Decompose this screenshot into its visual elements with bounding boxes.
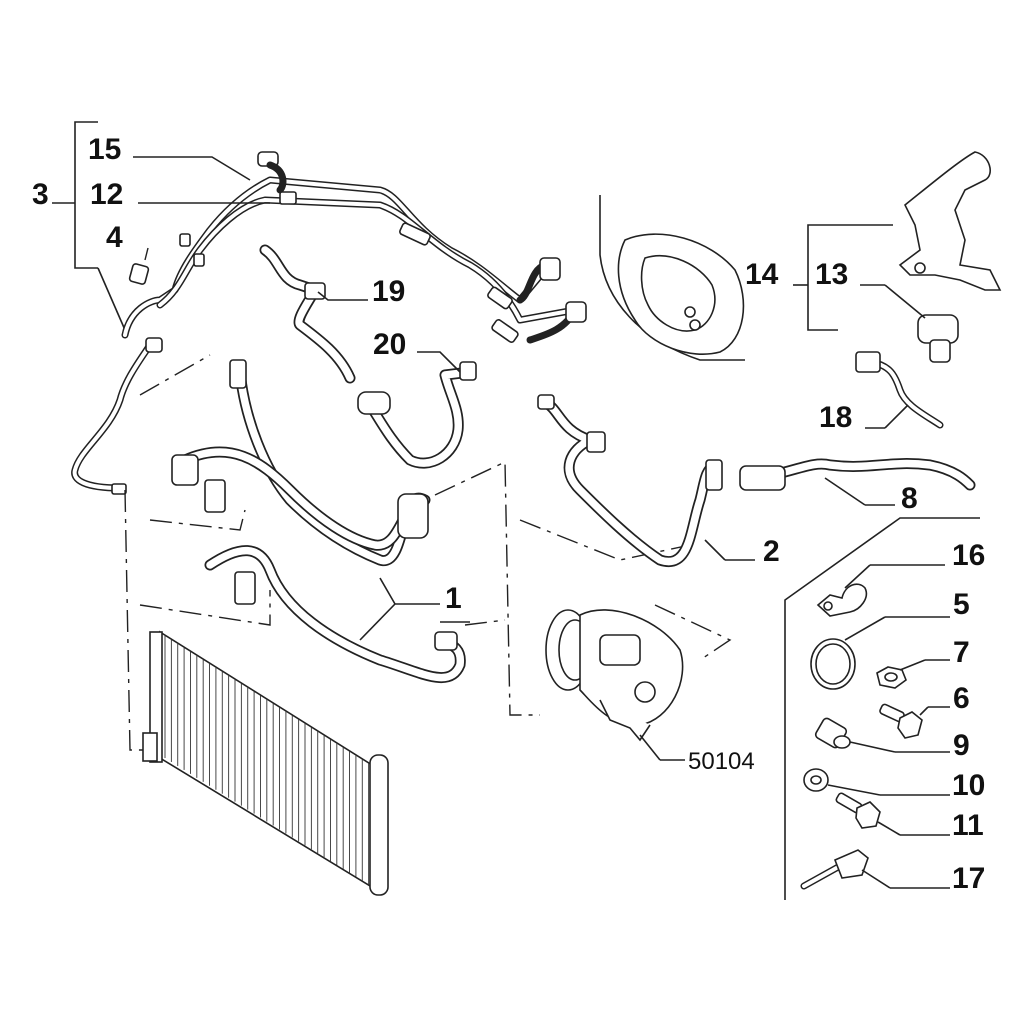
- high-pressure-pipe: [71, 151, 587, 495]
- bracket-group-14: [793, 151, 1002, 331]
- hose-assembly-part-1: [171, 359, 466, 684]
- hose-part-2: [537, 394, 755, 567]
- callout-6: 6: [953, 682, 970, 715]
- callout-16: 16: [952, 539, 986, 572]
- rivet-part-17: [800, 849, 950, 890]
- callout-5: 5: [953, 588, 970, 621]
- pipe-part-8: [739, 458, 976, 506]
- condenser: [142, 630, 389, 896]
- callout-2: 2: [763, 535, 780, 568]
- compressor: [545, 609, 685, 761]
- valve-part-4: [128, 247, 150, 285]
- pipe-part-18: [855, 351, 944, 429]
- label-leaders: [133, 156, 470, 641]
- callout-11: 11: [952, 809, 984, 842]
- bolt-part-11: [835, 792, 950, 836]
- callout-18: 18: [819, 401, 853, 434]
- bracket-group-3: [52, 121, 126, 331]
- clamp-part-16: [816, 564, 945, 617]
- o-ring-part-5: [810, 616, 950, 690]
- callout-8: 8: [901, 482, 918, 515]
- callout-14: 14: [745, 258, 779, 291]
- hose-part-19: [259, 244, 356, 384]
- small-parts-panel: [784, 517, 980, 900]
- callout-3: 3: [32, 178, 49, 211]
- dashed-leader-lines: [124, 354, 732, 751]
- insert-part-9: [814, 717, 950, 753]
- washer-part-10: [803, 768, 950, 796]
- callout-10: 10: [952, 769, 986, 802]
- nut-part-7: [876, 659, 950, 689]
- callout-50104: 50104: [688, 748, 755, 775]
- callout-13: 13: [815, 258, 849, 291]
- callout-7: 7: [953, 636, 970, 669]
- callout-19: 19: [372, 275, 406, 308]
- callout-15: 15: [88, 133, 122, 166]
- callout-9: 9: [953, 729, 970, 762]
- valve-part-13: [860, 284, 959, 363]
- bolt-part-6: [879, 703, 950, 739]
- callout-4: 4: [106, 221, 123, 254]
- hose-part-20: [357, 361, 477, 469]
- callout-20: 20: [373, 328, 407, 361]
- callout-12: 12: [90, 178, 124, 211]
- callout-17: 17: [952, 862, 986, 895]
- evaporator-housing: [599, 195, 745, 361]
- callout-1: 1: [445, 582, 462, 615]
